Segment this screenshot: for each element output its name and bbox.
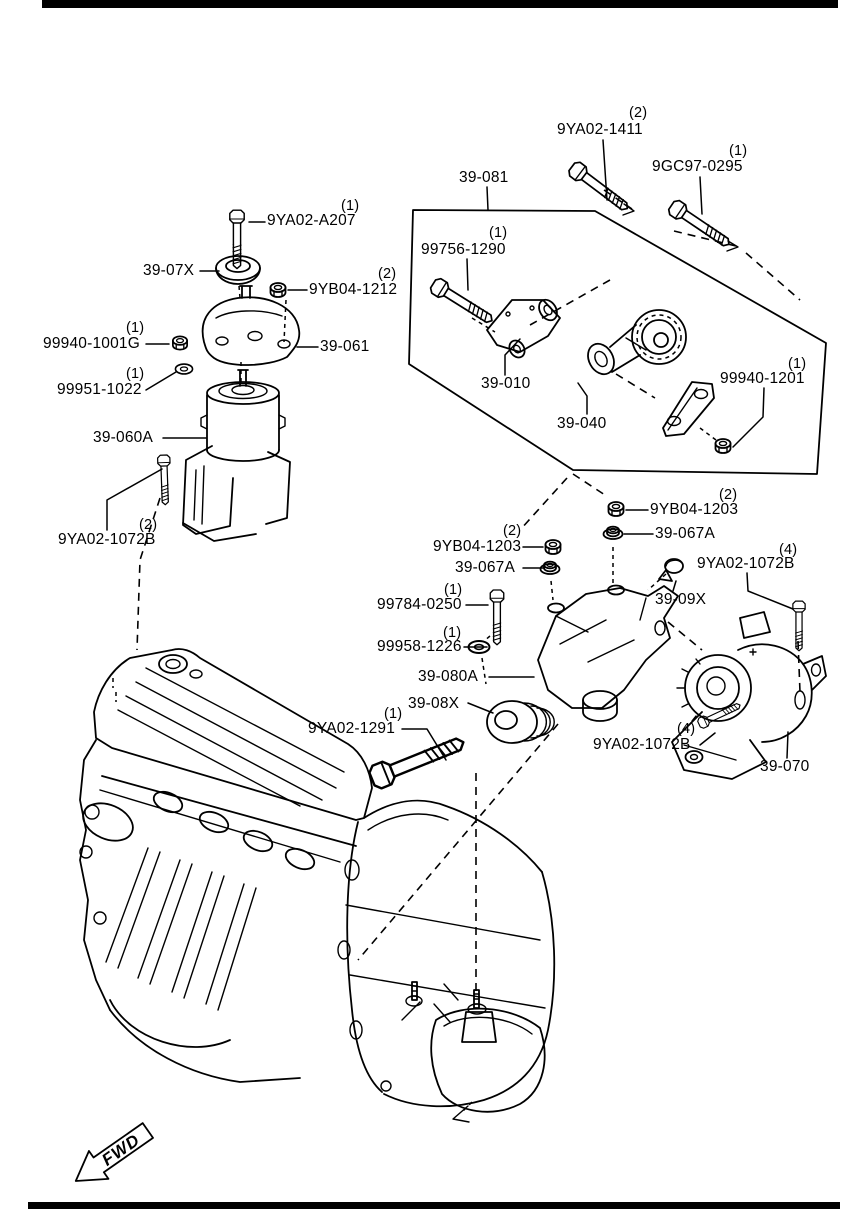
part-number-label-99784-0250: 99784-0250(1) — [377, 583, 462, 613]
part-number-label-9yb04-1203-right: 9YB04-1203(2) — [650, 488, 739, 518]
part-number-label-99951-1022: 99951-1022(1) — [57, 367, 144, 398]
part-number-text: 39-081 — [459, 169, 509, 186]
quantity-badge: (2) — [139, 517, 158, 533]
quantity-badge: (1) — [384, 706, 403, 722]
quantity-badge: (2) — [629, 105, 648, 121]
quantity-badge: (1) — [729, 143, 748, 159]
part-number-text: 99940-1001G — [43, 335, 141, 352]
part-number-label-39-080a: 39-080A — [418, 669, 478, 685]
part-number-label-9ya02-1072b-topright: 9YA02-1072B(4) — [697, 543, 797, 572]
ring-39-07x-drawing — [215, 255, 261, 285]
part-number-text: 9YA02-A207 — [267, 212, 356, 229]
part-number-text: 9YA02-1291 — [308, 720, 396, 737]
part-number-label-39-067a-right: 39-067A — [655, 526, 715, 542]
engine-and-transmission-drawing — [79, 648, 556, 1113]
part-number-label-9yb04-1203-left: 9YB04-1203(2) — [433, 524, 522, 555]
part-number-label-39-061: 39-061 — [320, 339, 369, 355]
part-number-label-39-010: 39-010 — [481, 376, 530, 392]
part-number-label-9ya02-1411: 9YA02-1411(2) — [557, 106, 647, 138]
part-number-text: 9YA02-1072B — [697, 555, 795, 572]
part-number-text: 9YA02-1411 — [557, 121, 643, 138]
part-number-label-39-067a-left: 39-067A — [455, 560, 515, 576]
part-number-label-39-07x: 39-07X — [143, 263, 194, 279]
mount-39-070-drawing — [671, 611, 827, 780]
quantity-badge: (1) — [126, 366, 145, 382]
quantity-badge: (4) — [677, 721, 696, 737]
part-number-label-9ya02-a207: 9YA02-A207(1) — [267, 199, 359, 229]
part-number-text: 39-080A — [418, 668, 479, 685]
part-number-text: 39-067A — [455, 559, 516, 576]
part-number-text: 9YB04-1212 — [309, 281, 398, 298]
part-number-text: 39-061 — [320, 338, 370, 355]
quantity-badge: (2) — [503, 523, 522, 539]
bottom-border-bar — [28, 1202, 840, 1209]
part-number-text: 99951-1022 — [57, 381, 142, 398]
quantity-badge: (1) — [444, 582, 463, 598]
part-number-label-39-081: 39-081 — [459, 170, 508, 186]
part-number-text: 9YB04-1203 — [650, 501, 739, 518]
top-border-bar — [42, 0, 838, 8]
part-number-text: 39-040 — [557, 415, 607, 432]
clip-39-09x-drawing — [658, 558, 684, 582]
part-number-label-9gc97-0295: 9GC97-0295(1) — [652, 144, 747, 175]
part-number-label-39-060a: 39-060A — [93, 430, 153, 446]
quantity-badge: (1) — [443, 625, 462, 641]
quantity-badge: (2) — [378, 266, 397, 282]
bushing-39-08x-drawing — [486, 700, 555, 744]
part-number-label-9ya02-1072b-left: 9YA02-1072B(2) — [58, 518, 157, 548]
bracket-39-080a-drawing — [537, 584, 679, 722]
part-number-text: 99940-1201 — [720, 370, 805, 387]
part-number-text: 39-08X — [408, 695, 460, 712]
part-number-text: 99756-1290 — [421, 241, 506, 258]
part-number-label-9yb04-1212: 9YB04-1212(2) — [309, 267, 398, 298]
part-number-text: 39-09X — [655, 591, 707, 608]
quantity-badge: (2) — [719, 487, 738, 503]
bracket-stopper-drawing — [662, 381, 715, 437]
part-number-label-39-070: 39-070 — [760, 759, 809, 775]
part-number-text: 9YB04-1203 — [433, 538, 522, 555]
part-number-label-39-09x: 39-09X — [655, 592, 706, 608]
quantity-badge: (4) — [779, 542, 798, 558]
part-number-text: 99958-1226 — [377, 638, 462, 655]
mount-39-060a-drawing — [182, 369, 291, 542]
part-number-label-99756-1290: 99756-1290(1) — [421, 226, 507, 258]
quantity-badge: (1) — [788, 356, 807, 372]
bracket-39-061-drawing — [201, 285, 301, 366]
part-number-label-9ya02-1072b-bottom: 9YA02-1072B(4) — [593, 722, 695, 753]
part-number-label-99940-1201: 99940-1201(1) — [720, 357, 806, 387]
part-number-text: 9GC97-0295 — [652, 158, 743, 175]
bracket-39-010-drawing — [486, 298, 561, 359]
part-number-label-9ya02-1291: 9YA02-1291(1) — [308, 707, 402, 737]
part-number-text: 9YA02-1072B — [593, 736, 691, 753]
quantity-badge: (1) — [341, 198, 360, 214]
part-number-label-39-040: 39-040 — [557, 416, 606, 432]
part-number-text: 39-010 — [481, 375, 531, 392]
quantity-badge: (1) — [489, 225, 508, 241]
part-number-text: 99784-0250 — [377, 596, 462, 613]
rod-39-040-drawing — [587, 309, 687, 376]
part-number-text: 39-067A — [655, 525, 716, 542]
quantity-badge: (1) — [126, 320, 145, 336]
part-number-text: 39-07X — [143, 262, 195, 279]
part-number-text: 39-070 — [760, 758, 810, 775]
part-number-text: 39-060A — [93, 429, 154, 446]
part-number-text: 9YA02-1072B — [58, 531, 156, 548]
group-box-39-081 — [408, 209, 827, 475]
part-number-label-39-08x: 39-08X — [408, 696, 459, 712]
part-number-label-99958-1226: 99958-1226(1) — [377, 626, 462, 655]
part-number-label-99940-1001g: 99940-1001G(1) — [43, 321, 144, 352]
